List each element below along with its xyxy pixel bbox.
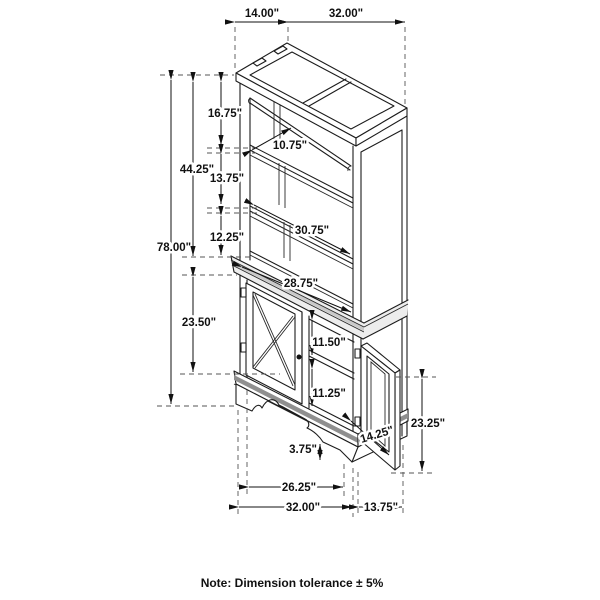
hinge <box>240 342 247 353</box>
arch-valance <box>248 97 352 172</box>
dim-label-middle-shelf-space: 13.75" <box>210 173 244 185</box>
dim-label-top-shelf-space: 16.75" <box>208 108 242 120</box>
dim-label-counter-width: 28.75" <box>284 278 318 290</box>
dim-label-base-width: 32.00" <box>286 502 320 514</box>
dim-label-bottom-shelf-space: 12.25" <box>210 232 244 244</box>
cabinet-drawing <box>230 42 409 471</box>
dim-label-shelf-width: 30.75" <box>295 225 329 237</box>
dim-base-depth: 13.75" <box>349 500 402 517</box>
dim-top-shelf-space: 16.75" <box>205 72 245 145</box>
dim-label-base-depth: 13.75" <box>364 502 398 514</box>
dim-middle-shelf-space: 13.75" <box>207 144 247 204</box>
dim-hutch-interior-height: 44.25" <box>177 72 217 256</box>
dim-label-lower-section-height: 23.50" <box>182 317 216 329</box>
dim-label-door-height: 23.25" <box>411 418 445 430</box>
dim-door-height: 23.25" <box>391 369 448 474</box>
dim-cabinet-upper-space: 11.50" <box>309 310 348 355</box>
door-knob <box>296 354 302 360</box>
dim-shelf-depth: 10.75" <box>242 127 310 158</box>
dim-lower-section-height: 23.50" <box>179 267 219 372</box>
dim-label-plinth-height: 3.75" <box>289 444 317 456</box>
dim-label-cabinet-lower-space: 11.25" <box>312 388 346 400</box>
dim-plinth-height: 3.75" <box>287 442 323 460</box>
dim-label-top-depth: 14.00" <box>245 8 279 20</box>
dim-base-inner-width: 26.25" <box>239 480 343 497</box>
dim-top-depth: 14.00" <box>225 6 406 104</box>
hinge <box>240 287 247 298</box>
dim-top-width: 32.00" <box>278 6 405 25</box>
top-slab <box>235 42 408 147</box>
dim-overall-height: 78.00" <box>154 70 194 404</box>
open-door <box>360 342 401 471</box>
hinge <box>354 348 361 359</box>
tolerance-note: Note: Dimension tolerance ± 5% <box>201 576 384 590</box>
dim-label-top-width: 32.00" <box>329 8 363 20</box>
dim-shelf-width: 30.75" <box>243 198 351 255</box>
dim-label-hutch-interior-height: 44.25" <box>180 164 214 176</box>
dim-label-base-inner-width: 26.25" <box>282 482 316 494</box>
dim-base-width: 32.00" <box>229 500 352 517</box>
dim-label-overall-height: 78.00" <box>157 242 191 254</box>
dim-counter-width: 28.75" <box>231 260 352 313</box>
dim-label-shelf-depth: 10.75" <box>273 140 307 152</box>
dim-cabinet-lower-space: 11.25" <box>309 359 348 406</box>
dim-bottom-shelf-space: 12.25" <box>207 206 247 255</box>
hutch-carcase <box>239 80 408 438</box>
dim-label-cabinet-upper-space: 11.50" <box>312 337 346 349</box>
